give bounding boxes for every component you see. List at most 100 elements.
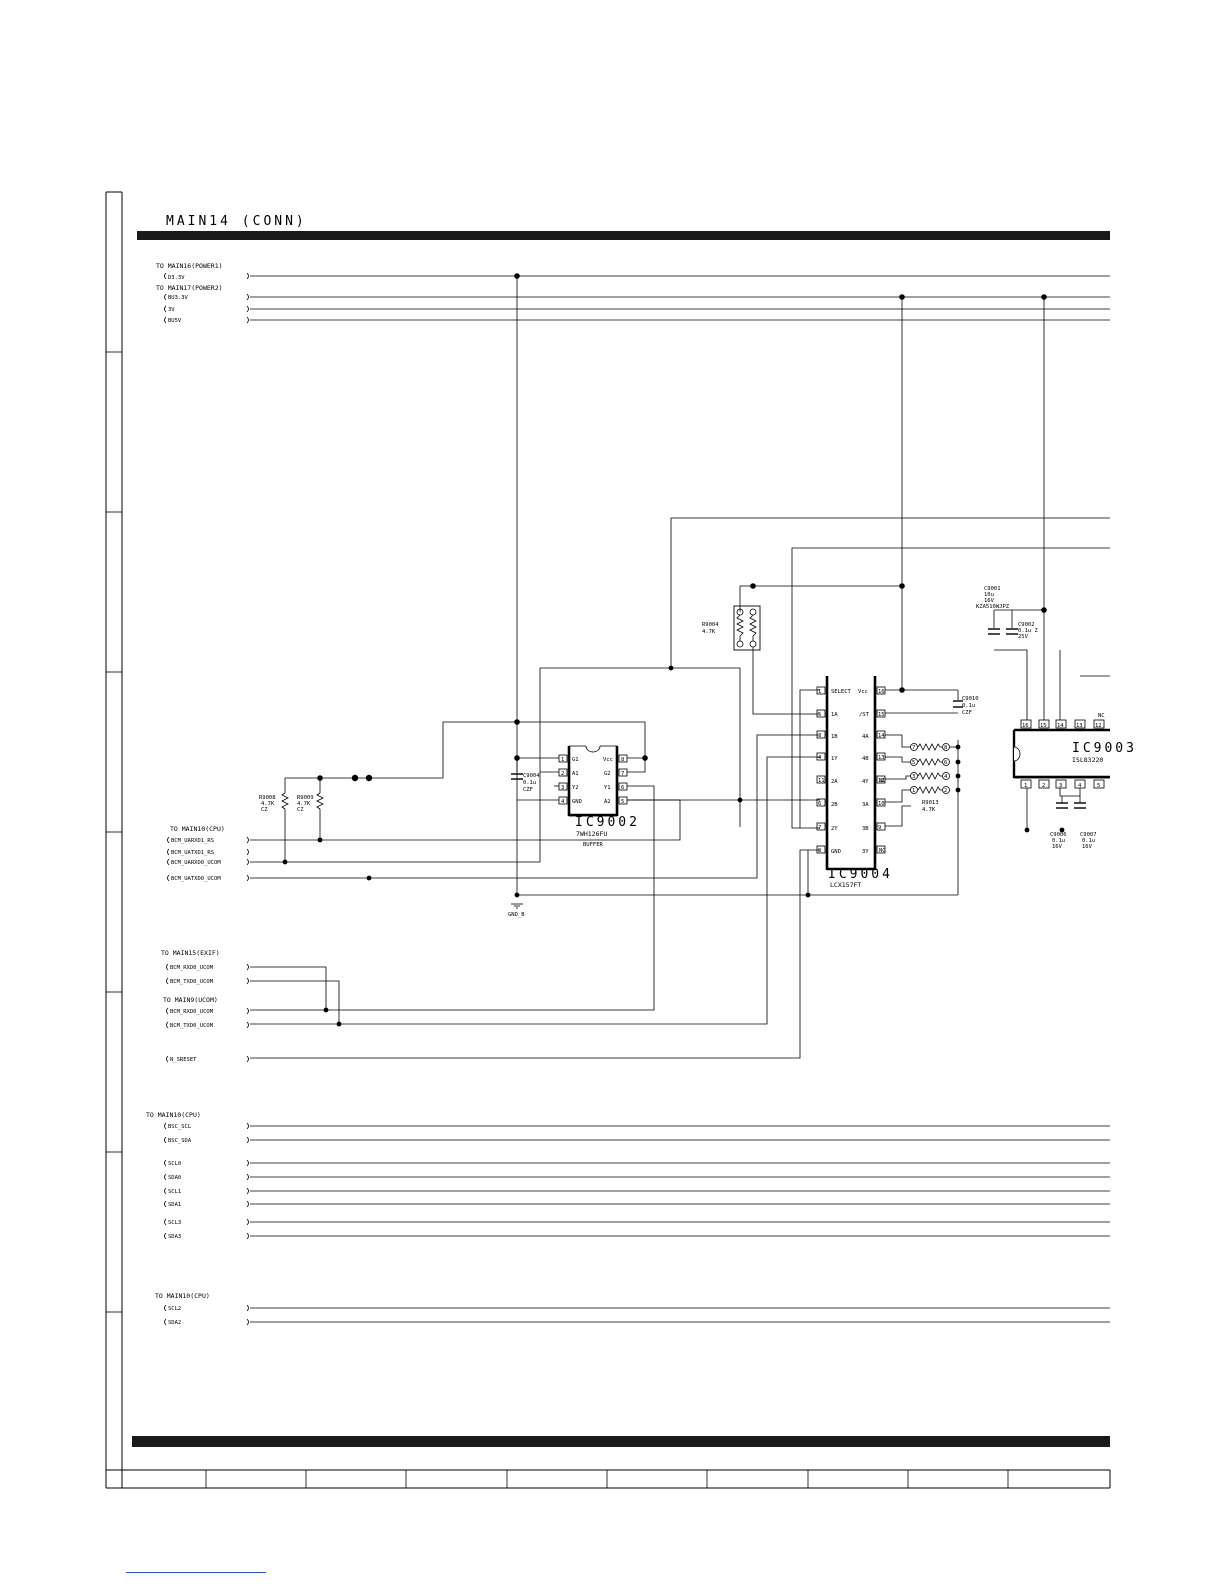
ic9004-pin-3a: 3A (862, 802, 869, 808)
ic9003-pin3: 3 (1059, 783, 1062, 789)
ic9003-pin14: 14 (1057, 723, 1064, 729)
ic9004-pin7-num: 7 (818, 825, 821, 831)
gnd-symbol: GND_B (508, 903, 525, 918)
r9013-ref: R9013 (922, 800, 939, 806)
signal-scl2: SCL2 (168, 1306, 181, 1312)
ic9003-section: C9001 10u 16V KZA510WJPZ C9002 0.1u Z 25… (976, 586, 1134, 850)
cpu-connectors-b: TO MAIN10(CPU) BSC_SCL BSC_SDA SCL0 SDA0… (146, 1111, 1110, 1240)
r9013-pin2: 2 (944, 788, 947, 794)
ic9002-pin5-num: 5 (621, 799, 624, 805)
ic9004-pin-1b: 1B (831, 734, 838, 740)
r9013-pin3: 3 (912, 774, 915, 780)
ic9004-pin-4b: 4B (862, 756, 869, 762)
cpu-connectors-a: TO MAIN10(CPU) BCM_UARXD1_RS BCM_UATXD1_… (167, 825, 249, 882)
ic9004-pin6-num: 6 (818, 801, 821, 807)
group-label-power1: TO MAIN16(POWER1) (156, 262, 223, 270)
c9010-ref: C9010 (962, 696, 979, 702)
ic9002-pin1-num: 1 (561, 757, 564, 763)
ic9002-note: BUFFER (583, 842, 604, 848)
pullup-resistors: R9008 4.7K CZ R9009 4.7K CZ (259, 778, 324, 862)
signal-uatxd1: BCM_UATXD1_RS (171, 850, 214, 856)
ic9004-pin-2b: 2B (831, 802, 838, 808)
signal-exif-tx: BCM_TXD0_UCOM (170, 979, 214, 985)
ic9003-pin16: 16 (1022, 723, 1029, 729)
c9001-value: 10u (984, 592, 994, 598)
ic9003-pin4: 4 (1078, 783, 1082, 789)
r9013-pin7: 7 (912, 745, 915, 751)
group-label-exif: TO MAIN15(EXIF) (161, 949, 220, 957)
ic9004-pin16-num: 16 (878, 689, 885, 695)
signal-3v: 3V (168, 307, 175, 313)
signal-ucom-tx: BCM_TXD0_UCOM (170, 1023, 214, 1029)
r9004-ref: R9004 (702, 622, 719, 628)
signal-scl3: SCL3 (168, 1220, 181, 1226)
ic9003-pin15: 15 (1040, 723, 1047, 729)
ic9002-pin-g2: G2 (604, 771, 611, 777)
c9001-ref: C9001 (984, 586, 1001, 592)
signal-uatxd0: BCM_UATXD0_UCOM (171, 876, 221, 882)
signal-scl1: SCL1 (168, 1189, 181, 1195)
c9007-ref: C9007 (1080, 832, 1097, 838)
group-label-cpu-c: TO MAIN10(CPU) (155, 1292, 210, 1300)
r9013-pin4: 4 (944, 774, 948, 780)
ic9004-pin3-num: 3 (818, 733, 821, 739)
signal-sda3: SDA3 (168, 1234, 181, 1240)
cpu-connectors-c: TO MAIN10(CPU) SCL2 SDA2 (155, 1292, 1110, 1326)
exif-ucom-connectors: TO MAIN15(EXIF) BCM_RXD0_UCOM BCM_TXD0_U… (161, 949, 340, 1063)
signal-bsc-sda: BSC_SDA (168, 1138, 192, 1144)
ic9004-nc-a: NC (879, 778, 886, 784)
ic9002-ref: IC9002 (575, 815, 640, 830)
ic9003-part: ISL83220 (1072, 756, 1103, 764)
ic9004-pin-3b: 3B (862, 826, 869, 832)
c9004-type: CZF (523, 787, 533, 793)
c9001-part: KZA510WJPZ (976, 604, 1010, 610)
r9004-network: R9004 4.7K (702, 585, 902, 715)
r9013-pin8: 8 (944, 745, 947, 751)
ic9004-pin13-num: 13 (878, 755, 885, 761)
ic9004-pin9-num: 9 (878, 825, 881, 831)
c9004-ref: C9004 (523, 773, 540, 779)
page-title: MAIN14 (CONN) (166, 214, 307, 229)
ic9004-pin-gnd: GND (831, 849, 841, 855)
c9006-voltage: 16V (1052, 844, 1063, 850)
signal-scl0: SCL0 (168, 1161, 181, 1167)
c9004-value: 0.1u (523, 780, 536, 786)
ic9002-pin-a2: A2 (604, 799, 611, 805)
signal-uarxd0: BCM_UARXD0_UCOM (171, 860, 221, 866)
signal-uarxd1: BCM_UARXD1_RS (171, 838, 214, 844)
ic9004-pin11-num: 11 (818, 778, 825, 784)
c9002-ref: C9002 (1018, 622, 1035, 628)
ic9002: 1 2 3 4 8 7 6 5 G1 A1 Y2 GND Vcc G2 Y1 A… (558, 745, 640, 848)
group-label-power2: TO MAIN17(POWER2) (156, 284, 223, 292)
signal-ucom-rx: BCM_RXD0_UCOM (170, 1009, 214, 1015)
ic9002-pin6-num: 6 (621, 785, 624, 791)
power-connectors: TO MAIN16(POWER1) TO MAIN17(POWER2) D3.3… (156, 262, 1110, 324)
footer-link-underline[interactable] (126, 1572, 266, 1573)
r9013-array: 7 8 5 6 3 4 1 2 R9013 4.7K (885, 734, 959, 895)
ic9002-pin-vcc: Vcc (603, 757, 613, 763)
c9006-ref: C9006 (1050, 832, 1067, 838)
ic9002-pin4-num: 4 (561, 799, 565, 805)
ic9004-pin12-num: 12 (878, 778, 885, 784)
signal-bu33v: BU3.3V (168, 295, 189, 301)
r9008-tol: CZ (261, 807, 268, 813)
ic9003-pin5: 5 (1097, 783, 1100, 789)
ic9004-pin-2y: 2Y (831, 826, 838, 832)
signal-sreset: N_SRESET (170, 1057, 197, 1063)
ic9004-pin4-num: 4 (818, 755, 822, 761)
ic9004-pin15-num: 15 (878, 712, 885, 718)
signal-bu5v: BU5V (168, 318, 182, 324)
ic9002-pin-g1: G1 (572, 757, 579, 763)
c9002-voltage: 25V (1018, 634, 1029, 640)
sheet-frame (105, 191, 1111, 1489)
ic9004-pin-st: /ST (859, 712, 870, 718)
c9002-value: 0.1u Z (1018, 628, 1039, 634)
group-label-cpu-b: TO MAIN10(CPU) (146, 1111, 201, 1119)
bottom-bus-bar (132, 1436, 1110, 1447)
ic9003-pin13: 13 (1076, 723, 1083, 729)
ic9002-pin-gnd: GND (572, 799, 582, 805)
ic9004: 1 5 3 4 11 6 7 8 16 15 14 13 12 10 9 SEL… (816, 676, 890, 889)
ic9002-pin-y1: Y1 (604, 785, 611, 791)
ic9002-pin3-num: 3 (561, 785, 564, 791)
r9008-ref: R9008 (259, 795, 276, 801)
